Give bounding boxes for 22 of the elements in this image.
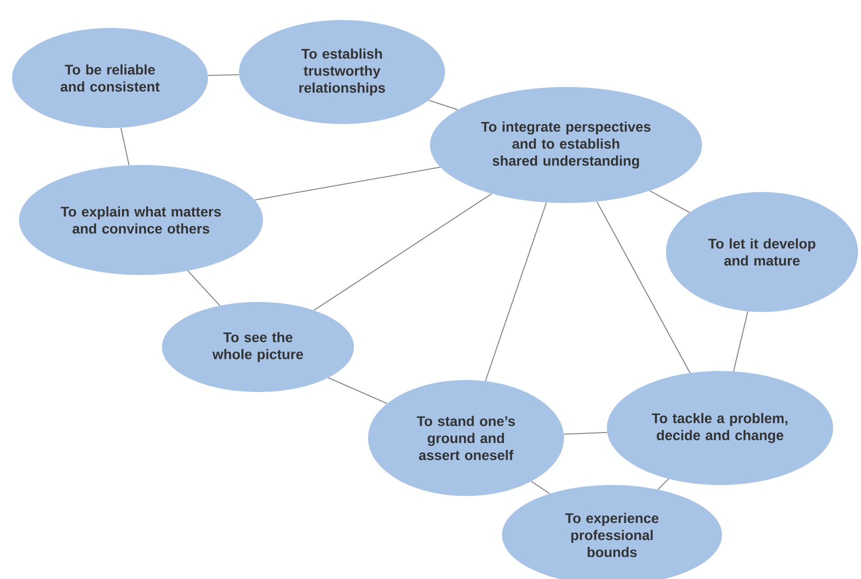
connector-line <box>254 166 441 200</box>
ellipse-node: To see the whole picture <box>162 302 354 392</box>
ellipse-node: To stand one’s ground and assert oneself <box>368 380 564 496</box>
ellipse-node: To explain what matters and convince others <box>19 165 263 275</box>
connector-line <box>314 193 492 311</box>
connector-line <box>208 74 240 76</box>
connector-line <box>650 190 690 213</box>
ellipse-node: To establish trustworthy relationships <box>239 20 445 124</box>
connector-line <box>733 311 748 372</box>
connector-line <box>328 377 388 404</box>
ellipse-node: To tackle a problem, decide and change <box>606 371 834 485</box>
ellipse-node: To let it develop and mature <box>666 192 858 312</box>
connector-line <box>428 100 458 110</box>
connector-line <box>564 432 608 435</box>
connector-line <box>658 478 670 490</box>
connector-line <box>188 270 220 306</box>
connector-line <box>530 480 550 494</box>
connector-line <box>596 201 690 374</box>
ellipse-node: To integrate perspectives and to establish shared understanding <box>430 87 702 203</box>
ellipse-node: To be reliable and consistent <box>12 28 208 128</box>
connector-line <box>120 127 130 166</box>
connector-line <box>485 202 547 382</box>
